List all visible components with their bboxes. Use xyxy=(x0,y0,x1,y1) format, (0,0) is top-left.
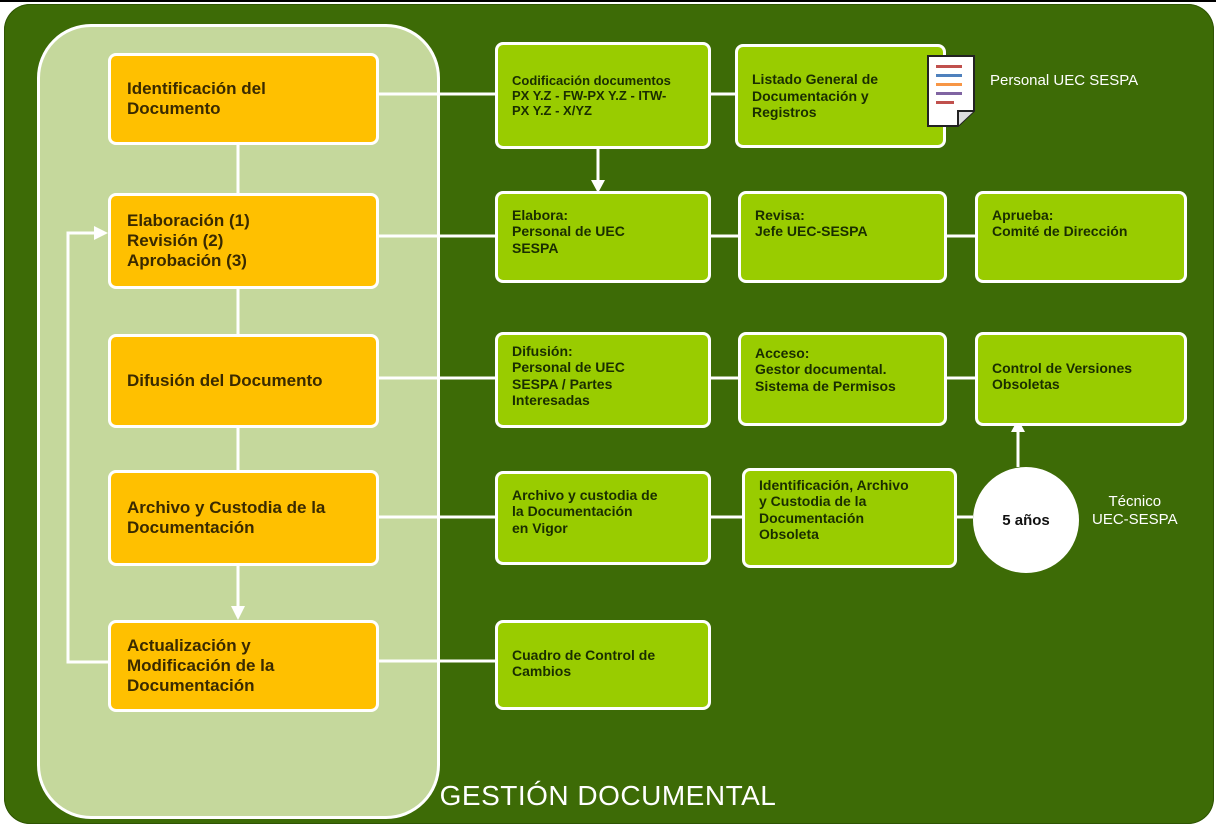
feedback-loop-arrow xyxy=(66,231,108,664)
identificacion-obsoleta-box: Identificación, Archivo y Custodia de la… xyxy=(742,468,957,568)
archivo-custodia-box: Archivo y custodia de la Documentación e… xyxy=(495,471,711,565)
top-border xyxy=(0,0,1216,2)
acceso-box: Acceso: Gestor documental. Sistema de Pe… xyxy=(738,332,947,426)
codificacion-documentos-box: Codificación documentos PX Y.Z - FW-PX Y… xyxy=(495,42,711,149)
difusion-box: Difusión: Personal de UEC SESPA / Partes… xyxy=(495,332,711,428)
diagram-title: GESTIÓN DOCUMENTAL xyxy=(439,780,777,811)
document-list-icon xyxy=(927,55,975,127)
personal-caption: Personal UEC SESPA xyxy=(990,72,1139,89)
stage-difusion: Difusión del Documento xyxy=(108,334,379,428)
aprueba-box: Aprueba: Comité de Dirección xyxy=(975,191,1187,283)
revisa-box: Revisa: Jefe UEC-SESPA xyxy=(738,191,947,283)
listado-general-box: Listado General de Documentación y Regis… xyxy=(735,44,946,148)
stage-archivo: Archivo y Custodia de la Documentación xyxy=(108,470,379,566)
control-versiones-box: Control de Versiones Obsoletas xyxy=(975,332,1187,426)
stage-actualizacion: Actualización y Modificación de la Docum… xyxy=(108,620,379,712)
stage-identificacion: Identificación del Documento xyxy=(108,53,379,145)
elabora-box: Elabora: Personal de UEC SESPA xyxy=(495,191,711,283)
stage-elaboracion: Elaboración (1) Revisión (2) Aprobación … xyxy=(108,193,379,289)
retention-years-circle: 5 años xyxy=(973,467,1079,573)
cuadro-control-box: Cuadro de Control de Cambios xyxy=(495,620,711,710)
tecnico-caption: Técnico UEC-SESPA xyxy=(1092,493,1178,528)
